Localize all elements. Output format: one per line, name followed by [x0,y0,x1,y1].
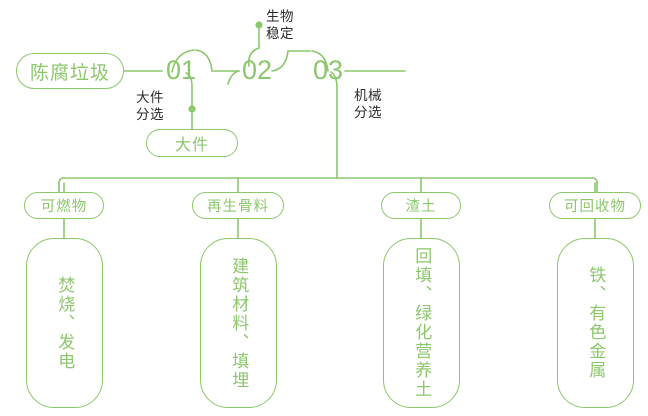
annotation-step-02: 生物 稳定 [266,9,294,41]
wire-03-arc-top [311,50,329,72]
use-box-combustible[interactable]: 焚烧、发电 [26,238,103,408]
dot-bulky [188,105,196,113]
output-pill-slag[interactable]: 渣土 [381,192,461,219]
use-box-recyclable-text: 铁、有色金属 [586,266,606,380]
wire-bus-right-cap [591,177,598,193]
output-pill-combustible-label: 可燃物 [40,199,88,215]
source-node-label: 陈腐垃圾 [29,62,110,84]
wire-02-arc-bottom [227,70,240,85]
use-box-slag-text: 回填、绿化营养土 [412,247,432,399]
output-pill-aggregate-label: 再生骨料 [207,199,269,215]
wire-03-down [330,71,338,179]
step-01-text: 01 [166,55,197,85]
step-03-text: 03 [313,55,344,85]
output-node-bulky[interactable]: 大件 [146,129,238,157]
dot-bio [255,21,263,29]
step-number-02[interactable]: 02 [242,55,272,86]
step-number-01[interactable]: 01 [166,55,196,86]
output-pill-recyclable[interactable]: 可回收物 [549,192,641,219]
wire-01-to-bulky [185,72,193,109]
use-box-aggregate[interactable]: 建筑材料、填埋 [200,238,277,408]
output-pill-recyclable-label: 可回收物 [564,199,626,215]
wire-02-to-03 [271,50,311,72]
use-box-recyclable[interactable]: 铁、有色金属 [557,238,634,408]
wire-01-arc-top [171,49,195,73]
annotation-step-03: 机械 分选 [354,88,382,120]
use-box-aggregate-text: 建筑材料、填埋 [229,256,249,390]
annotation-step-01: 大件 分选 [136,90,164,122]
output-bulky-label: 大件 [174,137,209,154]
use-box-slag[interactable]: 回填、绿化营养土 [383,238,460,408]
wire-bus-left-cap [58,177,65,193]
output-pill-aggregate[interactable]: 再生骨料 [192,192,284,219]
source-node-waste[interactable]: 陈腐垃圾 [16,53,124,89]
step-number-03[interactable]: 03 [313,55,343,86]
use-box-combustible-text: 焚烧、发电 [55,275,75,371]
output-pill-combustible[interactable]: 可燃物 [24,192,104,219]
wire-02-to-bio [247,25,260,67]
wire-01-to-02 [195,49,240,72]
output-pill-slag-label: 渣土 [405,199,437,215]
step-02-text: 02 [242,55,273,85]
